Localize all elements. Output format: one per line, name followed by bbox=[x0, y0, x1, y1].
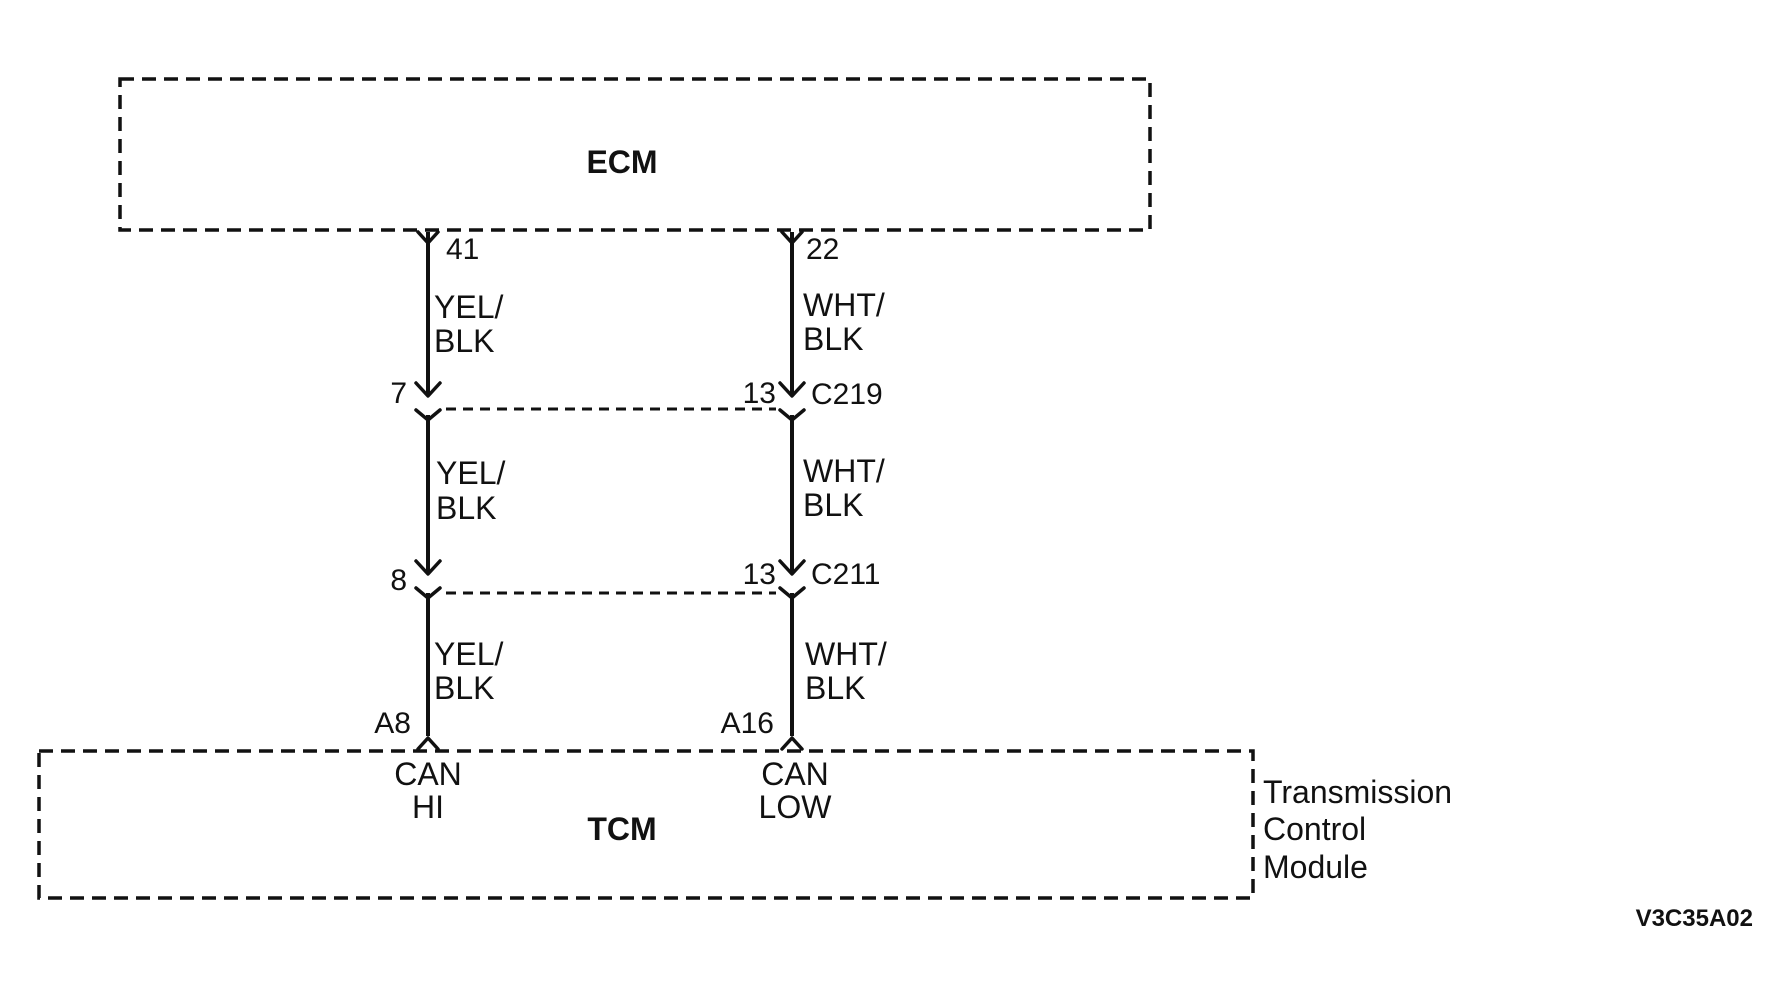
tcm-box bbox=[37, 749, 1255, 900]
c211-terminal-left-out bbox=[414, 586, 442, 600]
ecm-pin-left: 41 bbox=[446, 233, 479, 266]
tcm-signal-left-b: HI bbox=[412, 789, 444, 825]
wire-color-left-1-b: BLK bbox=[434, 323, 494, 359]
c211-pin-right: 13 bbox=[743, 558, 776, 591]
c211-terminal-right-out bbox=[778, 586, 806, 600]
wire-color-left-2-b: BLK bbox=[436, 490, 496, 526]
wire-color-right-3-b: BLK bbox=[805, 670, 865, 706]
tcm-description-line-1: Transmission bbox=[1263, 774, 1452, 810]
tcm-pin-left: A8 bbox=[374, 707, 411, 740]
wire-color-right-2-b: BLK bbox=[803, 487, 863, 523]
ecm-box bbox=[118, 77, 1152, 232]
c219-pin-right: 13 bbox=[743, 377, 776, 410]
c211-connector-name: C211 bbox=[811, 558, 881, 591]
wire-color-right-1-a: WHT/ bbox=[803, 287, 885, 323]
ecm-terminal-left bbox=[416, 230, 440, 245]
c219-terminal-left-out bbox=[414, 408, 442, 422]
tcm-signal-right-b: LOW bbox=[759, 789, 833, 825]
wire-color-right-2-a: WHT/ bbox=[803, 453, 885, 489]
wire-color-right-3-a: WHT/ bbox=[805, 636, 887, 672]
c211-terminal-right-in bbox=[778, 559, 806, 576]
wire-color-left-3-a: YEL/ bbox=[434, 636, 503, 672]
ecm-terminal-right bbox=[780, 230, 804, 245]
c219-terminal-left-in bbox=[414, 381, 442, 398]
c219-terminal-right-out bbox=[778, 408, 806, 422]
wire-color-left-1-a: YEL/ bbox=[434, 289, 503, 325]
wire-color-right-1-b: BLK bbox=[803, 321, 863, 357]
tcm-terminal-left bbox=[416, 736, 440, 751]
tcm-description-line-3: Module bbox=[1263, 849, 1368, 885]
c211-pin-left: 8 bbox=[390, 564, 407, 597]
tcm-pin-right: A16 bbox=[721, 707, 774, 740]
tcm-label: TCM bbox=[587, 811, 656, 847]
c219-terminal-right-in bbox=[778, 381, 806, 398]
tcm-terminal-right bbox=[780, 736, 804, 751]
wire-color-left-3-b: BLK bbox=[434, 670, 494, 706]
tcm-description-line-2: Control bbox=[1263, 811, 1366, 847]
c211-terminal-left-in bbox=[414, 559, 442, 576]
c219-connector-name: C219 bbox=[811, 378, 883, 411]
figure-id: V3C35A02 bbox=[1636, 905, 1753, 932]
tcm-signal-right-a: CAN bbox=[761, 756, 829, 792]
tcm-signal-left-a: CAN bbox=[394, 756, 462, 792]
ecm-label: ECM bbox=[586, 144, 657, 180]
ecm-pin-right: 22 bbox=[806, 233, 839, 266]
c219-pin-left: 7 bbox=[390, 377, 407, 410]
wire-color-left-2-a: YEL/ bbox=[436, 455, 505, 491]
